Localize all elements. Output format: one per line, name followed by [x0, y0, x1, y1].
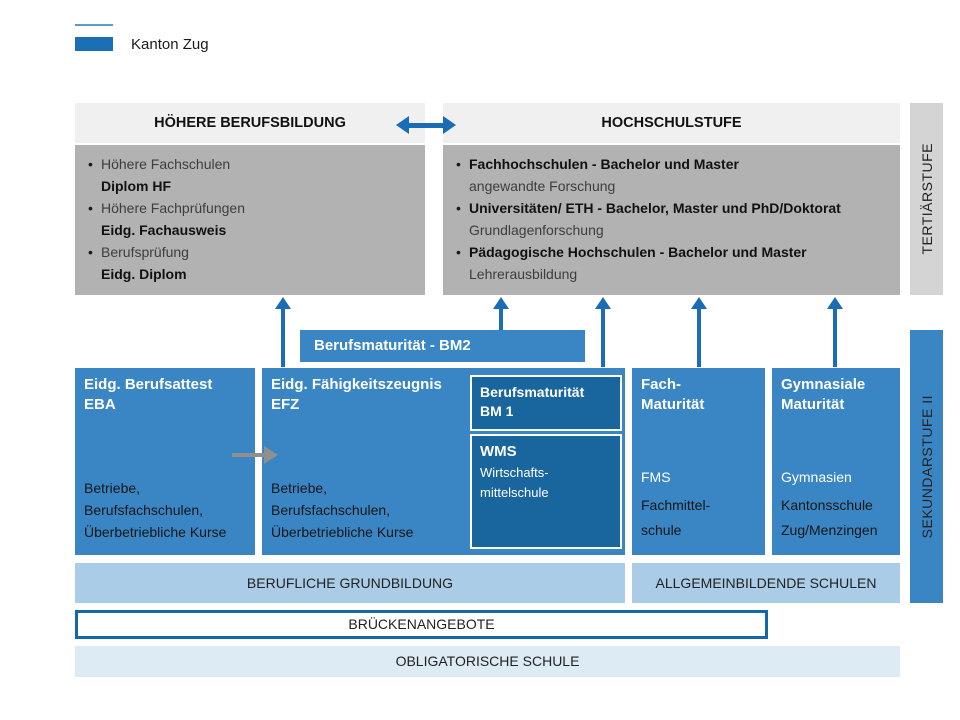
title-line: Fach-: [641, 376, 682, 393]
box-wms-wirtschaftsmittelschule: WMS Wirtschafts- mittelschule: [470, 434, 622, 549]
double-arrow-icon: [396, 116, 456, 134]
title-line: EFZ: [271, 396, 300, 413]
box-body: Betriebe, Berufsfachschulen, Überbetrieb…: [84, 477, 251, 543]
arrow-shaft: [232, 453, 264, 457]
arrow-up-icon-fms-to-hochschule: [691, 297, 707, 367]
arrow-head: [264, 446, 278, 464]
arrow-up-icon-bm2-to-hochschule: [493, 297, 509, 330]
body-line: Zug/Menzingen: [781, 522, 878, 538]
box-title: Eidg. Fähigkeitszeugnis EFZ: [271, 375, 619, 415]
arrow-up-icon-efz-to-tertiary: [275, 297, 291, 367]
box-body: Betriebe, Berufsfachschulen, Überbetrieb…: [271, 477, 465, 543]
item-title: Fachhochschulen - Bachelor und Master: [469, 156, 739, 172]
body-line: mittelschule: [480, 485, 549, 500]
box-berufsmaturitaet-bm1: Berufsmaturität BM 1: [470, 375, 622, 431]
title-line: WMS: [480, 443, 517, 460]
arrow-right-head: [443, 116, 456, 134]
kanton-zug-logo-mark: [75, 37, 113, 51]
berufsmaturitaet-bm2-bar: Berufsmaturität - BM2: [300, 330, 585, 362]
item-subtitle: Lehrerausbildung: [469, 266, 578, 282]
bar-obligatorische-schule: OBLIGATORISCHE SCHULE: [75, 646, 900, 677]
box-title: Fach- Maturität: [641, 375, 759, 415]
body-line: Berufsfachschulen,: [84, 502, 204, 518]
item-title: Höhere Fachprüfungen: [101, 200, 245, 216]
sekundarstufe-2-label: SEKUNDARSTUFE II: [918, 394, 935, 539]
list-item: Höhere Fachprüfungen Eidg. Fachausweis: [85, 197, 419, 241]
item-degree: Diplom HF: [101, 178, 171, 194]
title-line: Berufsmaturität: [480, 384, 585, 400]
list-item: Höhere Fachschulen Diplom HF: [85, 153, 419, 197]
box-body: Gymnasien Kantonsschule Zug/Menzingen: [781, 465, 896, 543]
body-line: schule: [641, 522, 682, 538]
strip-sekundarstufe-2: SEKUNDARSTUFE II: [910, 330, 943, 603]
item-title: Berufsprüfung: [101, 244, 189, 260]
title-line: Maturität: [641, 396, 705, 413]
list-item: Berufsprüfung Eidg. Diplom: [85, 241, 419, 285]
arrow-left-head: [396, 116, 409, 134]
item-title: Pädagogische Hochschulen - Bachelor und …: [469, 244, 807, 260]
item-title: Universitäten/ ETH - Bachelor, Master un…: [469, 200, 841, 216]
box-eidg-berufsattest-eba: Eidg. Berufsattest EBA Betriebe, Berufsf…: [75, 368, 255, 555]
body-line: Berufsfachschulen,: [271, 502, 391, 518]
title-line: Eidg. Berufsattest: [84, 376, 213, 393]
box-gymnasiale-maturitaet: Gymnasiale Maturität Gymnasien Kantonssc…: [772, 368, 900, 555]
box-fachmaturitaet-fms: Fach- Maturität FMS Fachmittel- schule: [632, 368, 765, 555]
list-item: Fachhochschulen - Bachelor und Master an…: [453, 153, 894, 197]
item-degree: Eidg. Diplom: [101, 266, 187, 282]
list-item: Universitäten/ ETH - Bachelor, Master un…: [453, 197, 894, 241]
arrow-up-icon-gym-to-hochschule: [827, 297, 843, 367]
strip-tertiaerstufe: TERTIÄRSTUFE: [910, 103, 943, 295]
header-hochschulstufe: HOCHSCHULSTUFE: [443, 103, 900, 143]
list-item: Pädagogische Hochschulen - Bachelor und …: [453, 241, 894, 285]
title-line: Maturität: [781, 396, 845, 413]
bar-allgemeinbildende-schulen: ALLGEMEINBILDENDE SCHULEN: [632, 563, 900, 603]
body-line: Betriebe,: [271, 480, 328, 496]
header-hoehere-berufsbildung: HÖHERE BERUFSBILDUNG: [75, 103, 425, 143]
transfer-arrow-icon-eba-to-efz: [232, 446, 278, 464]
panel-hochschulstufe: Fachhochschulen - Bachelor und Master an…: [443, 145, 900, 295]
panel-hoehere-berufsbildung: Höhere Fachschulen Diplom HF Höhere Fach…: [75, 145, 425, 295]
title-line: Eidg. Fähigkeitszeugnis: [271, 376, 442, 393]
kanton-zug-logo-line: [75, 24, 113, 26]
arrow-shaft: [409, 122, 443, 128]
body-line: Überbetriebliche Kurse: [84, 524, 227, 540]
tertiaerstufe-label: TERTIÄRSTUFE: [918, 143, 935, 255]
kanton-zug-logo-label: Kanton Zug: [131, 36, 209, 53]
item-subtitle: Grundlagenforschung: [469, 222, 604, 238]
box-body: FMS Fachmittel- schule: [641, 465, 761, 543]
box-title: Eidg. Berufsattest EBA: [84, 375, 249, 415]
bar-brueckenangebote: BRÜCKENANGEBOTE: [75, 610, 768, 639]
title-line: EBA: [84, 396, 116, 413]
body-line: FMS: [641, 469, 671, 485]
body-line: Fachmittel-: [641, 497, 711, 513]
body-line: Betriebe,: [84, 480, 141, 496]
arrow-up-icon-bm1-to-hochschule: [595, 297, 611, 367]
title-line: Gymnasiale: [781, 376, 866, 393]
item-title: Höhere Fachschulen: [101, 156, 231, 172]
body-line: Gymnasien: [781, 469, 852, 485]
item-subtitle: angewandte Forschung: [469, 178, 616, 194]
box-title: Gymnasiale Maturität: [781, 375, 894, 415]
bar-berufliche-grundbildung: BERUFLICHE GRUNDBILDUNG: [75, 563, 625, 603]
body-line: Kantonsschule: [781, 497, 873, 513]
item-degree: Eidg. Fachausweis: [101, 222, 227, 238]
body-line: Überbetriebliche Kurse: [271, 524, 414, 540]
body-line: Wirtschafts-: [480, 465, 549, 480]
title-line: BM 1: [480, 403, 514, 419]
